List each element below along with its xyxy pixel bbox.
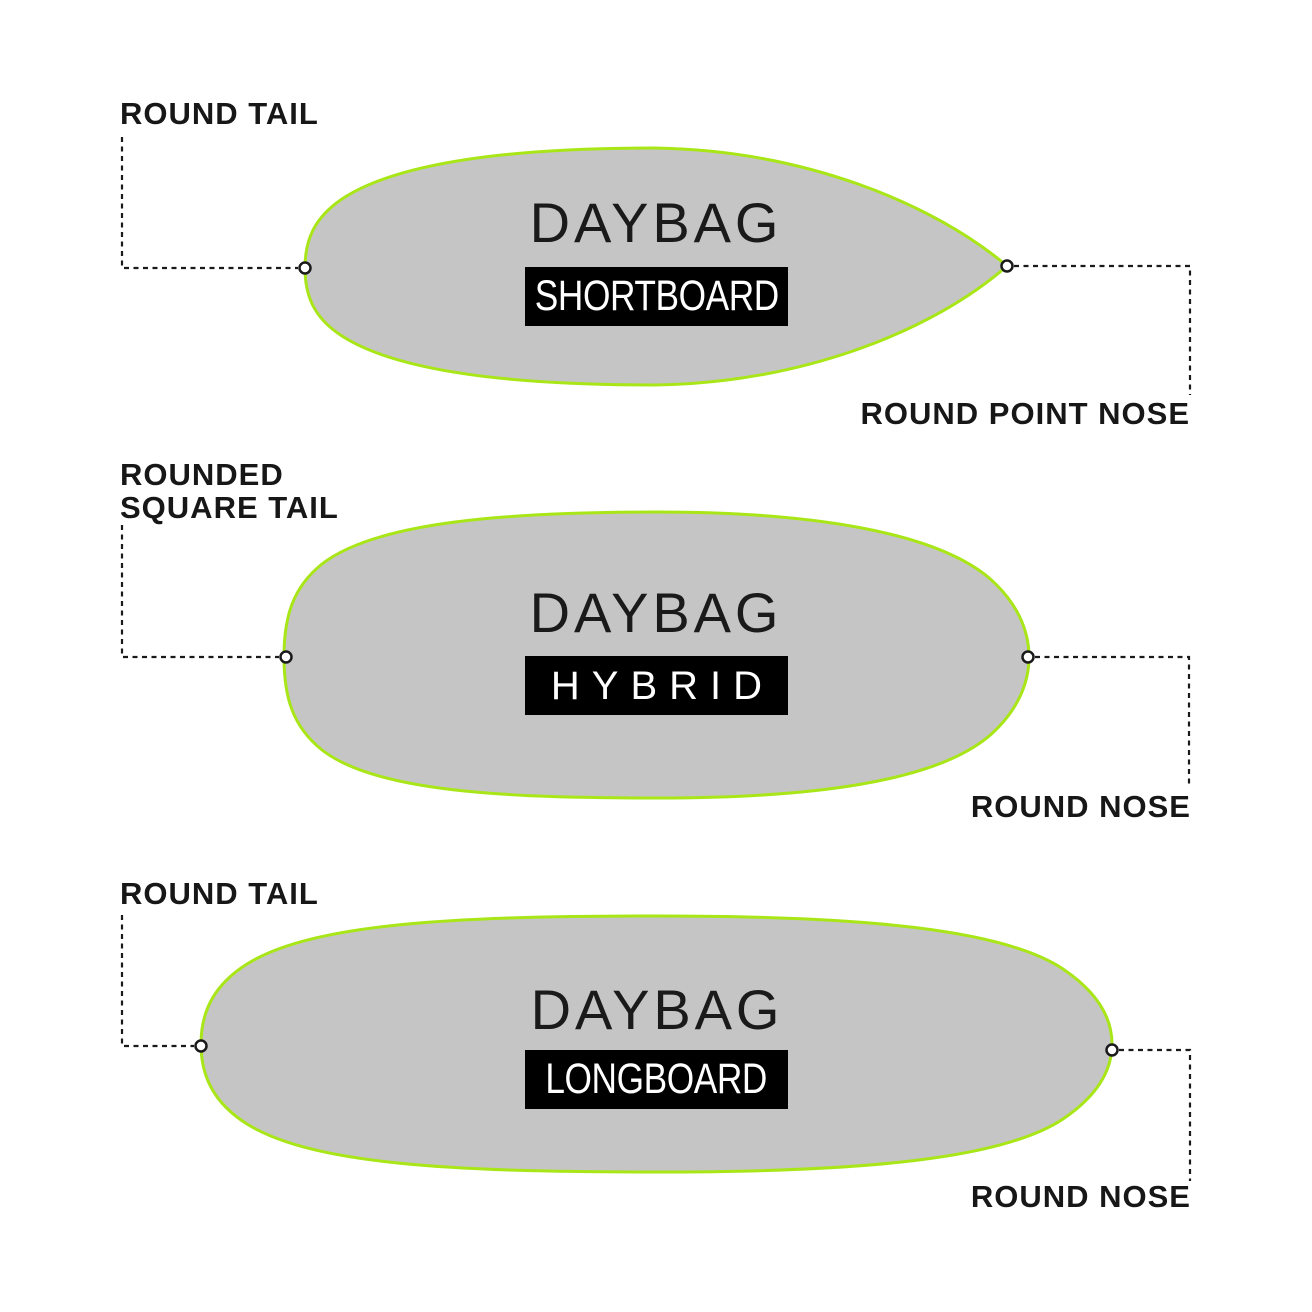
shortboard-tail-label: ROUND TAIL	[120, 97, 319, 130]
shortboard-nose-connector-line	[1014, 264, 1192, 395]
longboard-tail-connector-line	[120, 915, 194, 1048]
hybrid-tail-anchor-dot	[279, 650, 293, 664]
hybrid-nose-label: ROUND NOSE	[970, 789, 1191, 824]
longboard-badge: LONGBOARD	[525, 1050, 788, 1109]
longboard-outline-shape	[199, 914, 1114, 1174]
shortboard-nose-label: ROUND POINT NOSE	[860, 396, 1190, 431]
longboard-badge-text: LONGBOARD	[545, 1055, 768, 1103]
shortboard-tail-connector-line	[120, 137, 298, 270]
hybrid-tail-connector-line	[120, 525, 279, 659]
hybrid-nose-anchor-dot	[1021, 650, 1035, 664]
shortboard-tail-anchor-dot	[298, 261, 312, 275]
shortboard-title: DAYBAG	[529, 191, 783, 254]
hybrid-tail-label: ROUNDED SQUARE TAIL	[120, 458, 339, 524]
hybrid-nose-connector-line	[1035, 655, 1191, 787]
shortboard-tail-label-line1: ROUND TAIL	[120, 96, 319, 131]
hybrid-badge-text: HYBRID	[550, 663, 775, 708]
longboard-nose-label: ROUND NOSE	[970, 1179, 1191, 1214]
shortboard-nose-anchor-dot	[1000, 259, 1014, 273]
hybrid-tail-label-line2: SQUARE TAIL	[120, 490, 339, 525]
hybrid-badge: HYBRID	[525, 656, 788, 715]
hybrid-outline-shape	[282, 510, 1031, 800]
hybrid-tail-label-line1: ROUNDED	[120, 457, 284, 492]
longboard-tail-anchor-dot	[194, 1039, 208, 1053]
longboard-tail-label: ROUND TAIL	[120, 877, 319, 910]
longboard-nose-connector-line	[1119, 1048, 1192, 1181]
shortboard-badge: SHORTBOARD	[525, 267, 788, 326]
hybrid-title: DAYBAG	[529, 581, 783, 644]
longboard-tail-label-line1: ROUND TAIL	[120, 876, 319, 911]
shortboard-badge-text: SHORTBOARD	[534, 272, 779, 320]
longboard-title: DAYBAG	[530, 978, 784, 1041]
longboard-nose-anchor-dot	[1105, 1043, 1119, 1057]
